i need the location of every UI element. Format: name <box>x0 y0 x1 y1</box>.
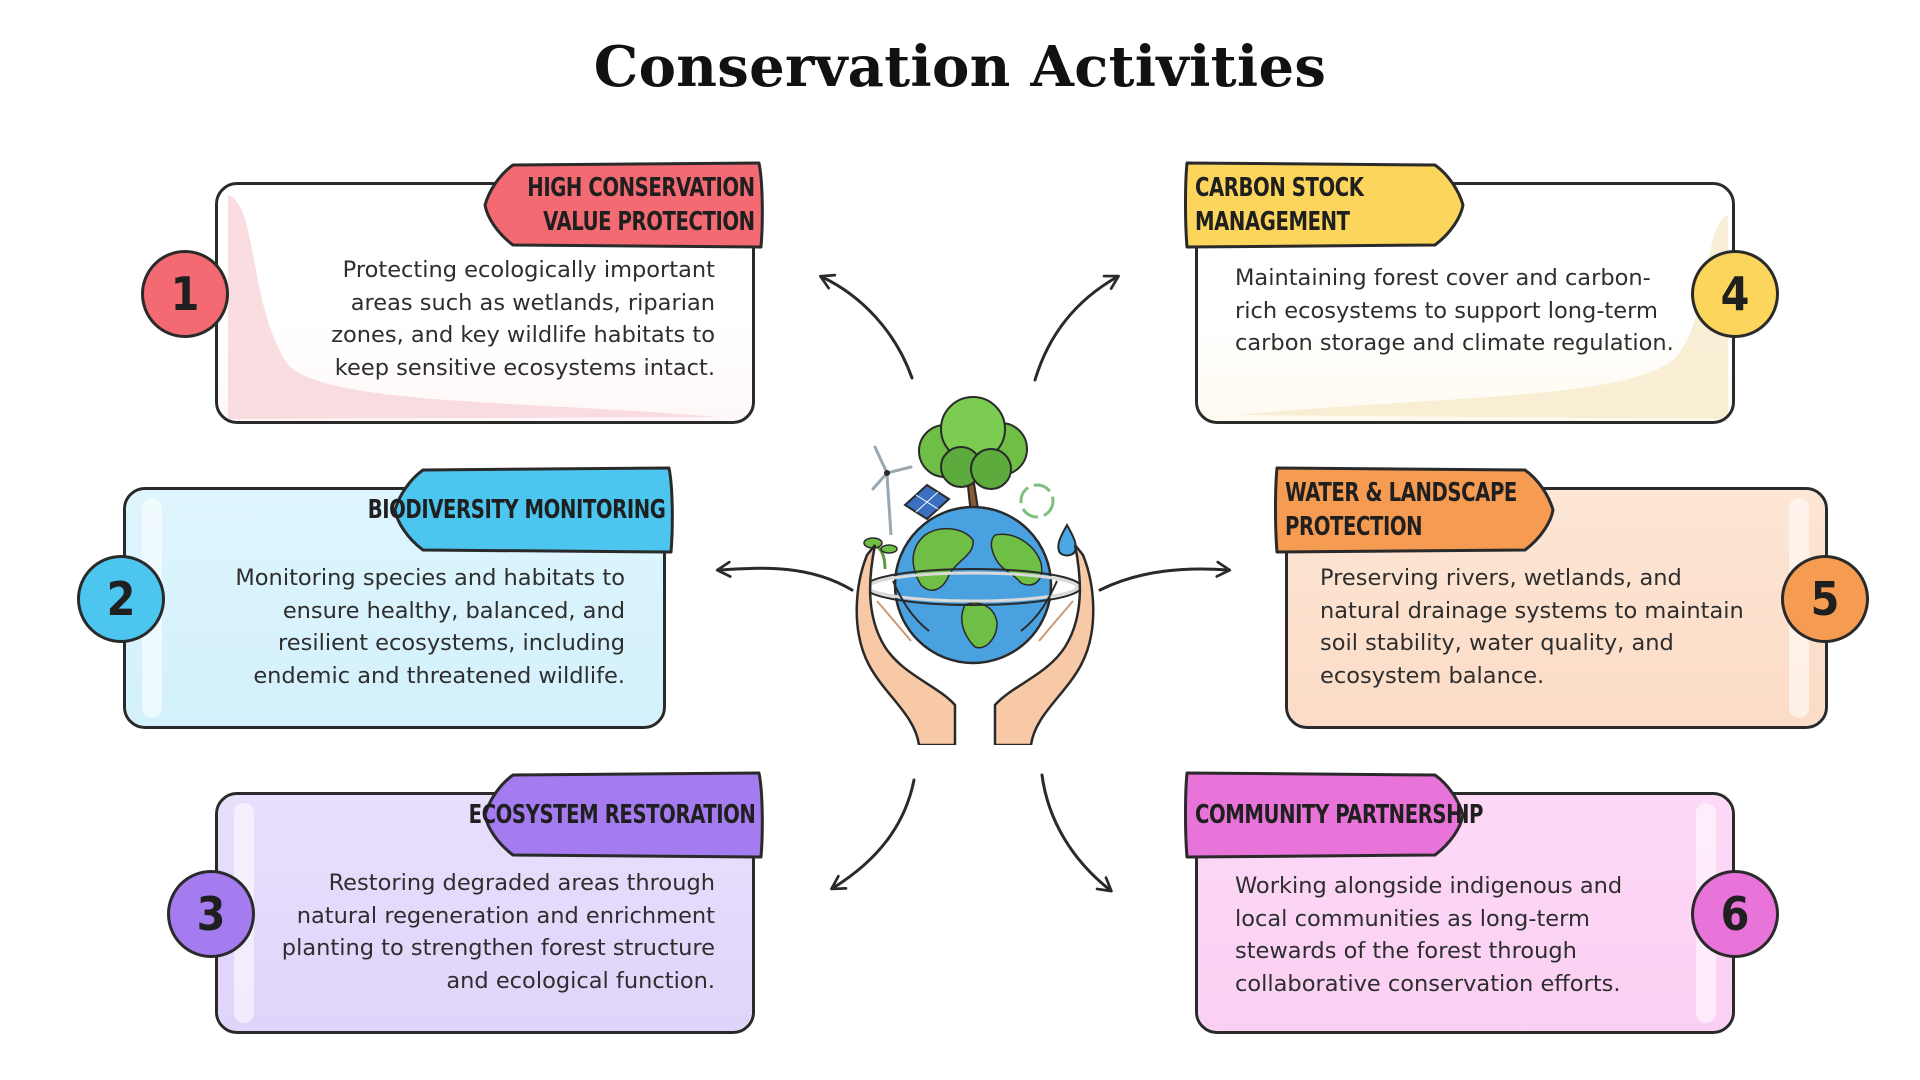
activity-title-5-line-2: PROTECTION <box>1285 512 1423 542</box>
activity-description-1: Protecting ecologically important areas … <box>331 257 715 381</box>
activity-title-tag-2: BIODIVERSITY MONITORING <box>367 466 675 554</box>
activity-card-2 <box>123 487 666 729</box>
arrow-to-activity-1 <box>819 273 914 380</box>
tree-icon <box>918 396 1028 516</box>
activity-title-tag-5: WATER & LANDSCAPE PROTECTION <box>1273 466 1555 554</box>
activity-title-5-line-1: WATER & LANDSCAPE <box>1285 478 1517 508</box>
arrow-to-activity-4 <box>1033 274 1120 382</box>
activity-title-3-line-1: ECOSYSTEM RESTORATION <box>468 800 755 830</box>
activity-number-1: 1 <box>141 250 229 338</box>
activity-number-5: 5 <box>1781 555 1869 643</box>
arrow-to-activity-5 <box>1098 560 1232 592</box>
activity-description-6: Working alongside indigenous and local c… <box>1235 873 1623 997</box>
arrow-to-activity-6 <box>1040 773 1113 893</box>
activity-number-3: 3 <box>167 870 255 958</box>
activity-description-3: Restoring degraded areas through natural… <box>281 870 715 994</box>
activity-description-5: Preserving rivers, wetlands, and natural… <box>1320 565 1744 689</box>
activity-title-1-line-2: VALUE PROTECTION <box>543 207 755 237</box>
page-title: Conservation Activities <box>593 34 1327 100</box>
activity-title-tag-1: HIGH CONSERVATION VALUE PROTECTION <box>483 161 765 249</box>
activity-number-4: 4 <box>1691 250 1779 338</box>
card-4-watercolor <box>1238 215 1728 419</box>
recycle-icon <box>1019 483 1055 519</box>
activity-title-2-line-1: BIODIVERSITY MONITORING <box>367 495 665 525</box>
card-1-watercolor <box>228 195 718 419</box>
activity-title-6-line-1: COMMUNITY PARTNERSHIP <box>1195 800 1484 830</box>
activity-description-4: Maintaining forest cover and carbon-rich… <box>1235 265 1674 356</box>
globe-icon <box>864 505 1082 665</box>
hands-icon <box>855 544 1095 745</box>
arrow-to-activity-2 <box>715 560 854 592</box>
activity-title-4-line-2: MANAGEMENT <box>1195 207 1350 237</box>
activity-title-tag-3: ECOSYSTEM RESTORATION <box>468 771 765 859</box>
activity-description-2: Monitoring species and habitats to ensur… <box>235 565 625 689</box>
activity-number-6: 6 <box>1691 870 1779 958</box>
hands-holding-globe-icon <box>855 396 1095 745</box>
arrow-to-activity-3 <box>830 778 916 891</box>
activity-title-4-line-1: CARBON STOCK <box>1195 173 1364 203</box>
activity-title-tag-4: CARBON STOCK MANAGEMENT <box>1183 161 1465 249</box>
wind-turbine-icon <box>871 445 913 536</box>
water-drop-icon <box>1057 522 1077 557</box>
activity-title-tag-6: COMMUNITY PARTNERSHIP <box>1183 771 1483 859</box>
activity-number-2: 2 <box>77 555 165 643</box>
activity-title-1-line-1: HIGH CONSERVATION <box>527 173 756 203</box>
solar-panel-icon <box>903 483 951 521</box>
